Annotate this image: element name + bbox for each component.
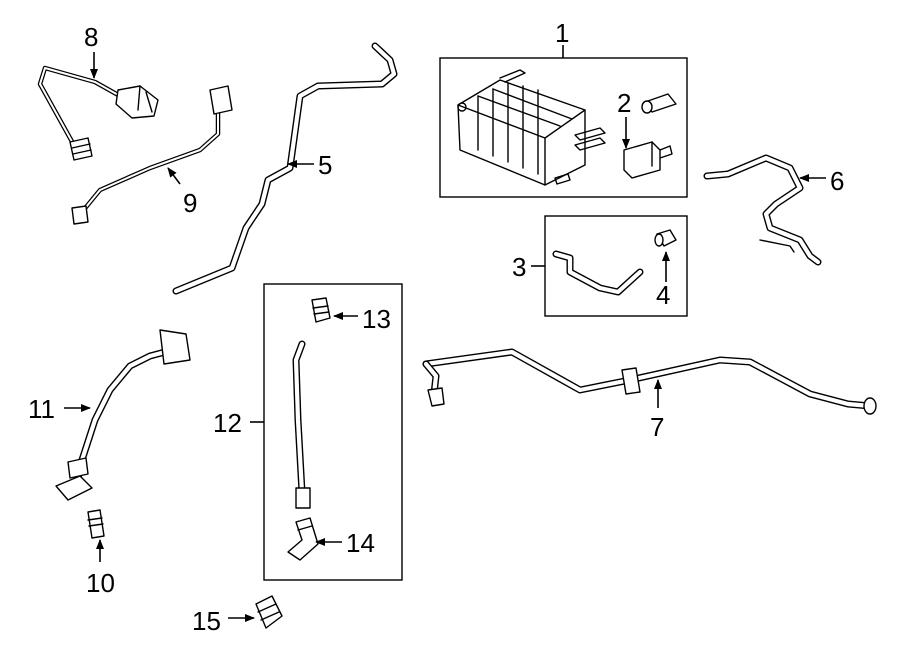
callout-3: 3 (512, 252, 526, 282)
connector-part-4 (654, 229, 677, 247)
callout-5: 5 (318, 150, 332, 180)
vapor-tube-part-6 (703, 154, 822, 266)
callout-6: 6 (830, 166, 844, 196)
vapor-canister (457, 69, 606, 186)
vapor-hose-part-12 (292, 340, 311, 509)
callout-10: 10 (86, 568, 115, 598)
callout-7: 7 (650, 412, 664, 442)
part-12-group-box (263, 283, 403, 581)
vapor-tube-part-7 (422, 348, 877, 415)
callout-12: 12 (213, 408, 242, 438)
callout-9: 9 (183, 188, 197, 218)
elbow-part-14 (287, 517, 319, 561)
purge-valve-part-2 (623, 93, 677, 179)
callout-4: 4 (656, 280, 670, 310)
callout-11: 11 (28, 394, 55, 424)
callout-8: 8 (84, 22, 98, 52)
callout-9-arrow (167, 167, 181, 185)
connector-part-10 (87, 509, 105, 539)
callout-13: 13 (362, 304, 391, 334)
callout-15: 15 (192, 606, 221, 636)
callout-14: 14 (346, 528, 375, 558)
vapor-hose-part-11 (55, 329, 191, 501)
fitting-part-13 (311, 297, 331, 323)
vapor-tube-part-5 (172, 42, 398, 295)
callout-2: 2 (617, 88, 631, 118)
oxygen-sensor-part-8 (37, 65, 159, 161)
callout-1: 1 (555, 18, 569, 48)
sensor-harness-part-9 (71, 85, 233, 225)
vapor-hose-part-3 (552, 250, 644, 296)
fitting-part-15 (255, 595, 283, 629)
